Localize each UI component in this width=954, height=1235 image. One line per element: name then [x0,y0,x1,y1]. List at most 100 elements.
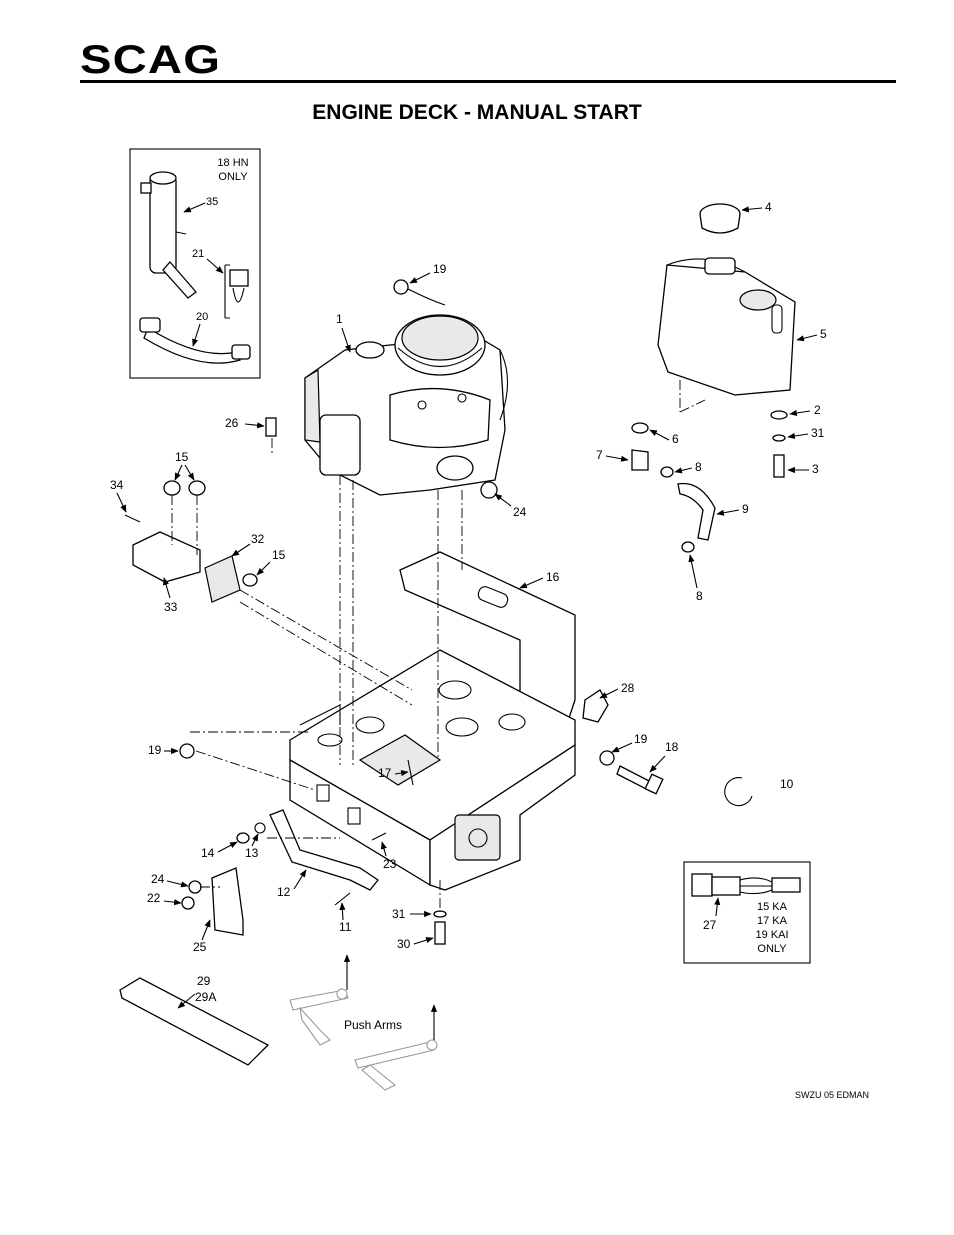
callout-2: 2 [814,403,821,417]
callout-29: 29 [197,974,211,988]
shutoff-valve-7 [631,449,649,471]
engine-part [304,314,508,496]
callout-5: 5 [820,327,827,341]
callout-21: 21 [192,248,204,260]
callout-31-lower: 31 [392,907,406,921]
callout-13: 13 [245,846,259,860]
callout-8-bottom: 8 [696,589,703,603]
callout-24-lower: 24 [151,872,165,886]
muffler-inset-frame [129,148,261,379]
callout-34: 34 [110,478,124,492]
nut-15-b [188,480,206,496]
callouts: 1 19 4 5 2 31 3 6 7 8 9 8 10 16 [110,200,827,1032]
cover-29 [119,977,270,1066]
callout-14: 14 [201,846,215,860]
callout-19-top: 19 [433,262,447,276]
callout-29a: 29A [195,990,216,1004]
bolt-18 [599,750,664,795]
callout-11: 11 [339,920,352,934]
nut-22 [181,896,195,910]
assembly-lines [171,380,706,912]
callout-15-top: 15 [175,450,189,464]
retaining-ring-10 [724,777,753,807]
nut-15-lower [242,573,258,587]
callout-30: 30 [397,937,411,951]
callout-19-right: 19 [634,732,648,746]
callout-12: 12 [277,885,291,899]
muffler-inset: 18 HN ONLY 35 [129,148,261,379]
nut-19-left [179,743,195,759]
screw-11 [334,892,351,906]
push-arms-part [289,988,438,1091]
callout-25: 25 [193,940,207,954]
inset-note-17ka: 17 KA [757,915,788,927]
page-title: ENGINE DECK - MANUAL START [312,101,642,124]
bracket-25 [211,867,244,936]
screw-23 [371,832,387,841]
callout-6: 6 [672,432,679,446]
callout-1: 1 [336,312,343,326]
callout-16: 16 [546,570,560,584]
callout-18: 18 [665,740,679,754]
callout-27: 27 [703,918,717,932]
callout-8-top: 8 [695,460,702,474]
screw-3 [773,454,785,478]
inset-note-line1: 18 HN [217,157,248,169]
fuel-cap-part [699,203,741,234]
callout-17: 17 [378,766,392,780]
callout-22: 22 [147,891,161,905]
washer-13 [254,822,266,834]
callout-28: 28 [621,681,635,695]
screw-26 [265,417,277,437]
callout-4: 4 [765,200,772,214]
inset-note-line2: ONLY [218,171,248,183]
scag-logo: SCAG [80,38,222,82]
callout-20: 20 [196,311,208,323]
fuel-line-9 [677,482,716,541]
callout-10: 10 [780,777,794,791]
inset-note-19kai: 19 KAI [755,929,788,941]
ground-wire [407,288,446,306]
callout-32: 32 [251,532,265,546]
washer-31 [772,434,786,442]
fuel-hardware [631,410,788,807]
nut-15-a [163,480,181,496]
callout-15-lower: 15 [272,548,286,562]
header-rule [80,80,896,83]
callout-9: 9 [742,502,749,516]
exhaust-pipe-part [139,317,251,364]
engine-deck-frame [289,551,576,891]
block-32 [204,555,241,603]
screw-34 [124,514,141,523]
bushing-24-upper [480,481,498,499]
nut-19-top [393,279,409,295]
bushing-24-lower [188,880,202,894]
inset-note-only: ONLY [757,943,787,955]
callout-24-upper: 24 [513,505,527,519]
connector-inset: 27 15 KA 17 KA 19 KAI ONLY [683,861,811,964]
screw-30 [434,921,446,945]
callout-7: 7 [596,448,603,462]
washer-2 [770,410,788,420]
callout-19-left: 19 [148,743,162,757]
callout-35: 35 [206,196,218,208]
muffler-part [140,171,197,299]
connector-inset-frame [683,861,811,964]
throttle-bracket-33 [124,279,498,759]
callout-31-right: 31 [811,426,825,440]
footer-drawing-code: SWZU 05 EDMAN [795,1090,869,1100]
clamp-part [224,264,249,319]
lower-hardware [119,759,447,1066]
callout-3: 3 [812,462,819,476]
bushing-6 [631,422,649,434]
nut-14 [236,832,250,844]
inset-note-15ka: 15 KA [757,901,788,913]
callout-26: 26 [225,416,239,430]
clamp-8-bottom [681,541,695,553]
bolt-17 [407,759,414,786]
callout-33: 33 [164,600,178,614]
fuel-tank-part [657,257,796,396]
push-arms-label: Push Arms [344,1018,402,1032]
